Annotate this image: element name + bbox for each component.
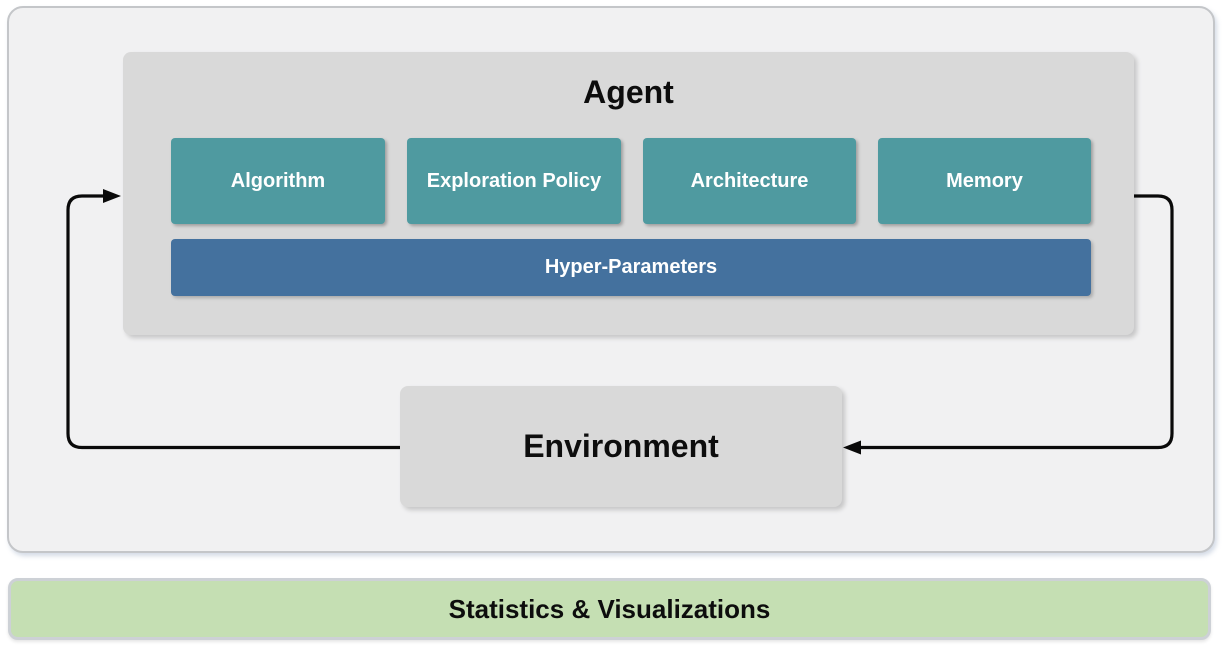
agent-component-algorithm: Algorithm	[171, 138, 385, 224]
agent-component-label: Algorithm	[230, 169, 326, 192]
hyper-parameters-label: Hyper-Parameters	[544, 256, 718, 278]
agent-component-memory: Memory	[878, 138, 1091, 224]
agent-component-architecture: Architecture	[643, 138, 856, 224]
agent-component-exploration-policy: Exploration Policy	[407, 138, 621, 224]
agent-component-label: Architecture	[690, 169, 809, 192]
environment-panel: Environment	[400, 386, 842, 507]
agent-component-label: Memory	[946, 169, 1023, 192]
statistics-visualizations-bar: Statistics & Visualizations	[8, 578, 1211, 640]
statistics-visualizations-label: Statistics & Visualizations	[448, 593, 771, 624]
agent-panel: Agent Algorithm Exploration Policy Archi…	[123, 52, 1134, 335]
agent-title: Agent	[583, 74, 674, 110]
environment-title: Environment	[523, 428, 719, 464]
agent-component-label: Exploration Policy	[426, 169, 602, 192]
hyper-parameters-bar: Hyper-Parameters	[171, 239, 1091, 296]
